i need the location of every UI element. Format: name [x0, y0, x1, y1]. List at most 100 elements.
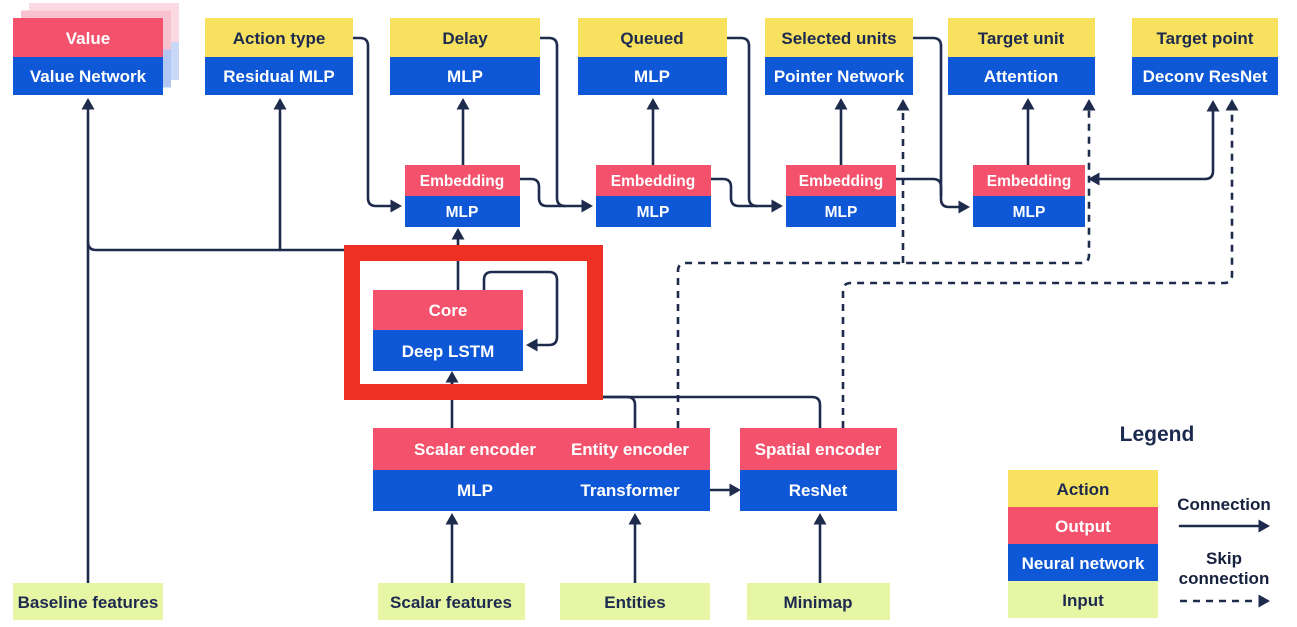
connection-line [351, 36, 396, 208]
input-label: Minimap [784, 593, 853, 612]
head-delay: Delay MLP [390, 18, 540, 95]
network-label: Pointer Network [774, 67, 905, 86]
arrowhead [445, 371, 459, 383]
legend-label-output: Output [1055, 517, 1111, 536]
input-box [747, 583, 890, 620]
network-box [765, 57, 913, 95]
output-label: Embedding [420, 173, 504, 190]
output-label: Embedding [987, 173, 1071, 190]
network-label: MLP [637, 204, 670, 221]
network-label: Transformer [580, 481, 680, 500]
arrowhead [729, 483, 741, 497]
arrowhead [451, 228, 465, 240]
network-label: Residual MLP [223, 67, 334, 86]
arrowhead [581, 199, 593, 213]
embedding-4: Embedding MLP [973, 165, 1085, 227]
input-box [378, 583, 525, 620]
arrowhead [771, 199, 783, 213]
action-box [1132, 18, 1278, 57]
network-box [373, 470, 578, 511]
head-selected-units: Selected units Pointer Network [765, 18, 913, 95]
head-action-type: Action type Residual MLP [205, 18, 353, 95]
arrowhead [1258, 519, 1270, 533]
network-box [596, 196, 711, 227]
action-box [578, 18, 727, 57]
legend-label-action: Action [1057, 480, 1110, 499]
encoder-spatial: Spatial encoder ResNet [740, 428, 897, 511]
network-label: MLP [634, 67, 670, 86]
embedding-2: Embedding MLP [596, 165, 711, 227]
highlight-core-red-box [344, 245, 603, 400]
head-target-point: Target point Deconv ResNet [1132, 18, 1278, 95]
network-box [405, 196, 520, 227]
core-network-label: Deep LSTM [402, 342, 495, 361]
action-label: Queued [620, 29, 683, 48]
legend-label-network: Neural network [1022, 554, 1145, 573]
network-box [948, 57, 1095, 95]
core-network-box [373, 330, 523, 371]
output-box [596, 165, 711, 196]
action-label: Target point [1157, 29, 1254, 48]
network-box [786, 196, 896, 227]
action-box [948, 18, 1095, 57]
arrowhead [1021, 98, 1035, 110]
connection-line [894, 177, 943, 197]
network-label: MLP [446, 204, 479, 221]
output-label: Spatial encoder [755, 440, 882, 459]
arrowhead [1088, 172, 1100, 186]
arrowhead [628, 513, 642, 525]
output-label: Entity encoder [571, 440, 689, 459]
connection-line [518, 177, 567, 208]
output-box [786, 165, 896, 196]
input-box [560, 583, 710, 620]
network-label: MLP [1013, 204, 1046, 221]
action-box [390, 18, 540, 57]
core-block: Core Deep LSTM [373, 290, 523, 371]
value-head: Value Value Network [13, 3, 179, 95]
arrowhead [81, 98, 95, 110]
legend-swatch-output [1008, 507, 1158, 544]
arrowhead [896, 99, 910, 111]
network-box [550, 470, 710, 511]
arrowhead [813, 513, 827, 525]
value-output-box [13, 18, 163, 57]
action-box [205, 18, 353, 57]
input-label: Scalar features [390, 593, 512, 612]
value-network-label: Value Network [30, 67, 147, 86]
head-target-unit: Target unit Attention [948, 18, 1095, 95]
output-box [373, 428, 578, 470]
input-minimap: Minimap [747, 583, 890, 620]
action-label: Delay [442, 29, 488, 48]
skip-connection-line [676, 110, 1091, 428]
input-entities: Entities [560, 583, 710, 620]
output-box [973, 165, 1085, 196]
value-network-box [13, 57, 163, 95]
arrowhead [273, 98, 287, 110]
arrowhead [1206, 100, 1220, 112]
legend-swatch-action [1008, 470, 1158, 507]
output-label: Scalar encoder [414, 440, 536, 459]
connection-line [1090, 108, 1215, 181]
legend-label-input: Input [1062, 591, 1104, 610]
arrowhead [834, 98, 848, 110]
action-label: Target unit [978, 29, 1065, 48]
legend-skip-label-line2: connection [1179, 569, 1270, 588]
network-box [205, 57, 353, 95]
legend-swatch-input [1008, 581, 1158, 618]
action-label: Selected units [781, 29, 896, 48]
core-output-label: Core [429, 301, 468, 320]
network-box [973, 196, 1085, 227]
arrowhead [456, 98, 470, 110]
output-box [740, 428, 897, 470]
network-box [578, 57, 727, 95]
embedding-1: Embedding MLP [405, 165, 520, 227]
head-queued: Queued MLP [578, 18, 727, 95]
network-box [740, 470, 897, 511]
arrowhead [1258, 594, 1270, 608]
arrowhead [958, 200, 970, 214]
output-box [550, 428, 710, 470]
skip-connection-lines [676, 110, 1234, 428]
input-baseline-features: Baseline features [13, 583, 163, 620]
